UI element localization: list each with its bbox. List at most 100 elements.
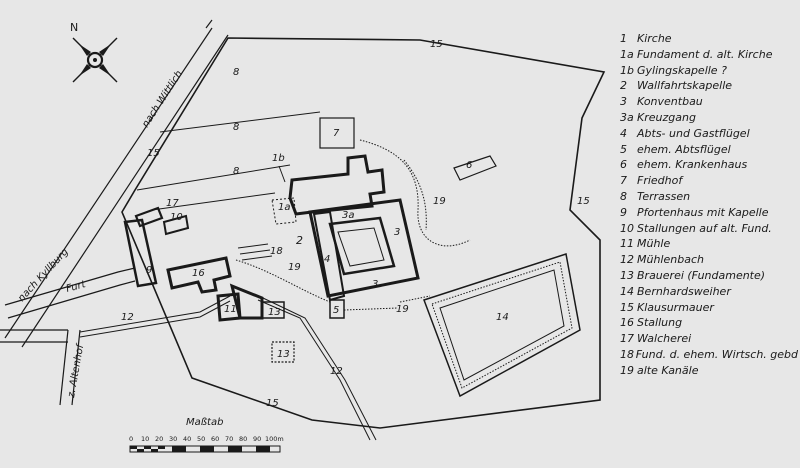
cloister-wall: [121, 37, 606, 429]
building-stable-16: [166, 256, 232, 294]
building-convent: [308, 198, 420, 298]
label-stable-16: 16: [192, 268, 205, 279]
road-kyllburg: [4, 267, 136, 319]
legend-number: 3a: [620, 110, 634, 124]
legend-text: Gylingskapelle ?: [637, 63, 727, 77]
label-convent-south: 3: [372, 279, 378, 290]
old-canal-south: [235, 259, 431, 311]
label-old-abbot-wing: 5: [333, 305, 339, 316]
building-pilgrim-chapel: [237, 243, 273, 261]
label-wall-north: 15: [430, 39, 443, 50]
legend-text: Stallungen auf alt. Fund.: [637, 221, 772, 235]
label-abbot-wing: 4: [324, 254, 330, 265]
legend-text: alte Kanäle: [637, 363, 699, 377]
scale-tick: 10: [141, 435, 149, 443]
legend-text: Fund. d. ehem. Wirtsch. gebd: [635, 347, 798, 361]
legend-number: 9: [620, 205, 627, 219]
legend-number: 16: [620, 316, 634, 330]
legend-item: 6 ehem. Krankenhaus: [620, 157, 798, 173]
legend-text: ehem. Krankenhaus: [637, 158, 748, 172]
label-convent-east: 3: [394, 227, 400, 238]
scale-tick: 40: [183, 435, 191, 443]
label-walcherei: 17: [166, 198, 179, 209]
legend-text: Kreuzgang: [637, 110, 696, 124]
building-gate-house: [123, 218, 158, 288]
building-old-abbot-wing: [329, 299, 345, 319]
legend-text: Fundament d. alt. Kirche: [637, 47, 773, 61]
label-wall-west: 15: [147, 148, 160, 159]
old-canal-north: [359, 139, 471, 247]
scale-tick: 100m: [265, 435, 284, 443]
scale-tick: 90: [253, 435, 261, 443]
legend-number: 10: [620, 221, 634, 235]
label-stable-10: 10: [170, 212, 183, 223]
legend-text: Wallfahrtskapelle: [637, 79, 733, 93]
legend-text: ehem. Abtsflügel: [637, 142, 731, 156]
legend-number: 19: [620, 363, 634, 377]
legend-number: 2: [620, 79, 627, 93]
legend-number: 3: [620, 95, 627, 109]
legend-number: 13: [620, 268, 634, 282]
scale-bar-segments: [130, 446, 270, 452]
building-church: [288, 154, 386, 216]
compass-north-label: N: [70, 21, 78, 34]
scale-tick: 80: [239, 435, 247, 443]
legend-item: 9 Pfortenhaus mit Kapelle: [620, 205, 798, 221]
ford-label: Furt: [65, 279, 88, 295]
label-pond: 14: [496, 312, 509, 323]
legend-text: Walcherei: [637, 332, 692, 346]
legend-text: Friedhof: [637, 174, 683, 188]
legend-number: 18: [620, 347, 634, 361]
scale-tick: 20: [155, 435, 163, 443]
label-hospital: 6: [466, 160, 472, 171]
label-brewery: 13: [268, 307, 281, 318]
building-stable-10: [162, 214, 190, 236]
label-chapel-1b: 1b: [272, 153, 285, 164]
label-wall-south: 15: [266, 398, 279, 409]
legend-text: Bernhardsweiher: [637, 284, 731, 298]
scale-tick: 50: [197, 435, 205, 443]
legend-number: 5: [620, 142, 627, 156]
road-altenhof: [0, 329, 81, 406]
road-label-kyllburg: nach Kyllburg: [16, 247, 71, 305]
legend-number: 15: [620, 300, 634, 314]
scale-bar-title: Maßtab: [186, 417, 223, 428]
legend-number: 14: [620, 284, 634, 298]
legend-text: Abts- und Gastflügel: [637, 126, 750, 140]
label-foundation-1a: 1a: [278, 202, 291, 213]
legend-number: 8: [620, 189, 627, 203]
label-canal-south: 19: [396, 304, 409, 315]
legend-number: 6: [620, 158, 627, 172]
label-mill: 11: [224, 304, 237, 315]
brewery-annex: [261, 301, 285, 319]
legend-item: 3 Konventbau: [620, 94, 798, 110]
building-abbot-wing: [312, 210, 346, 302]
label-brook-north: 12: [121, 312, 134, 323]
legend-text: Pfortenhaus mit Kapelle: [637, 205, 769, 219]
legend-number: 11: [620, 237, 634, 251]
legend-text: Konventbau: [637, 95, 703, 109]
legend-number: 1a: [620, 47, 634, 61]
building-walcherei: [134, 206, 164, 228]
building-cloister: [328, 216, 396, 276]
scale-tick: 60: [211, 435, 219, 443]
legend-item: 2 Wallfahrtskapelle: [620, 78, 798, 94]
cloister-garth: [337, 227, 385, 267]
legend-number: 12: [620, 253, 634, 267]
cemetery-outline: [319, 117, 355, 149]
legend-number: 17: [620, 332, 634, 346]
legend-text: Klausurmauer: [637, 300, 714, 314]
